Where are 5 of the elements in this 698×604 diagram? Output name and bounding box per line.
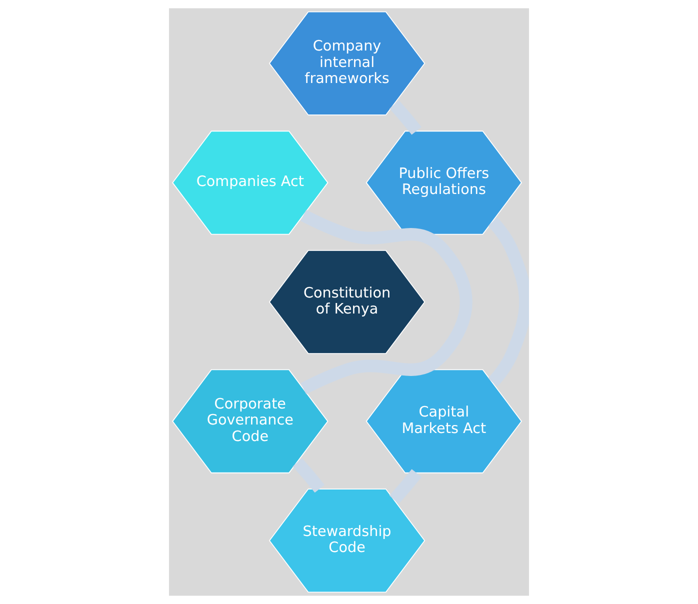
connector bbox=[390, 100, 422, 135]
connector bbox=[300, 210, 472, 394]
connector bbox=[292, 458, 325, 493]
connector bbox=[389, 469, 422, 504]
connector bbox=[488, 217, 529, 387]
